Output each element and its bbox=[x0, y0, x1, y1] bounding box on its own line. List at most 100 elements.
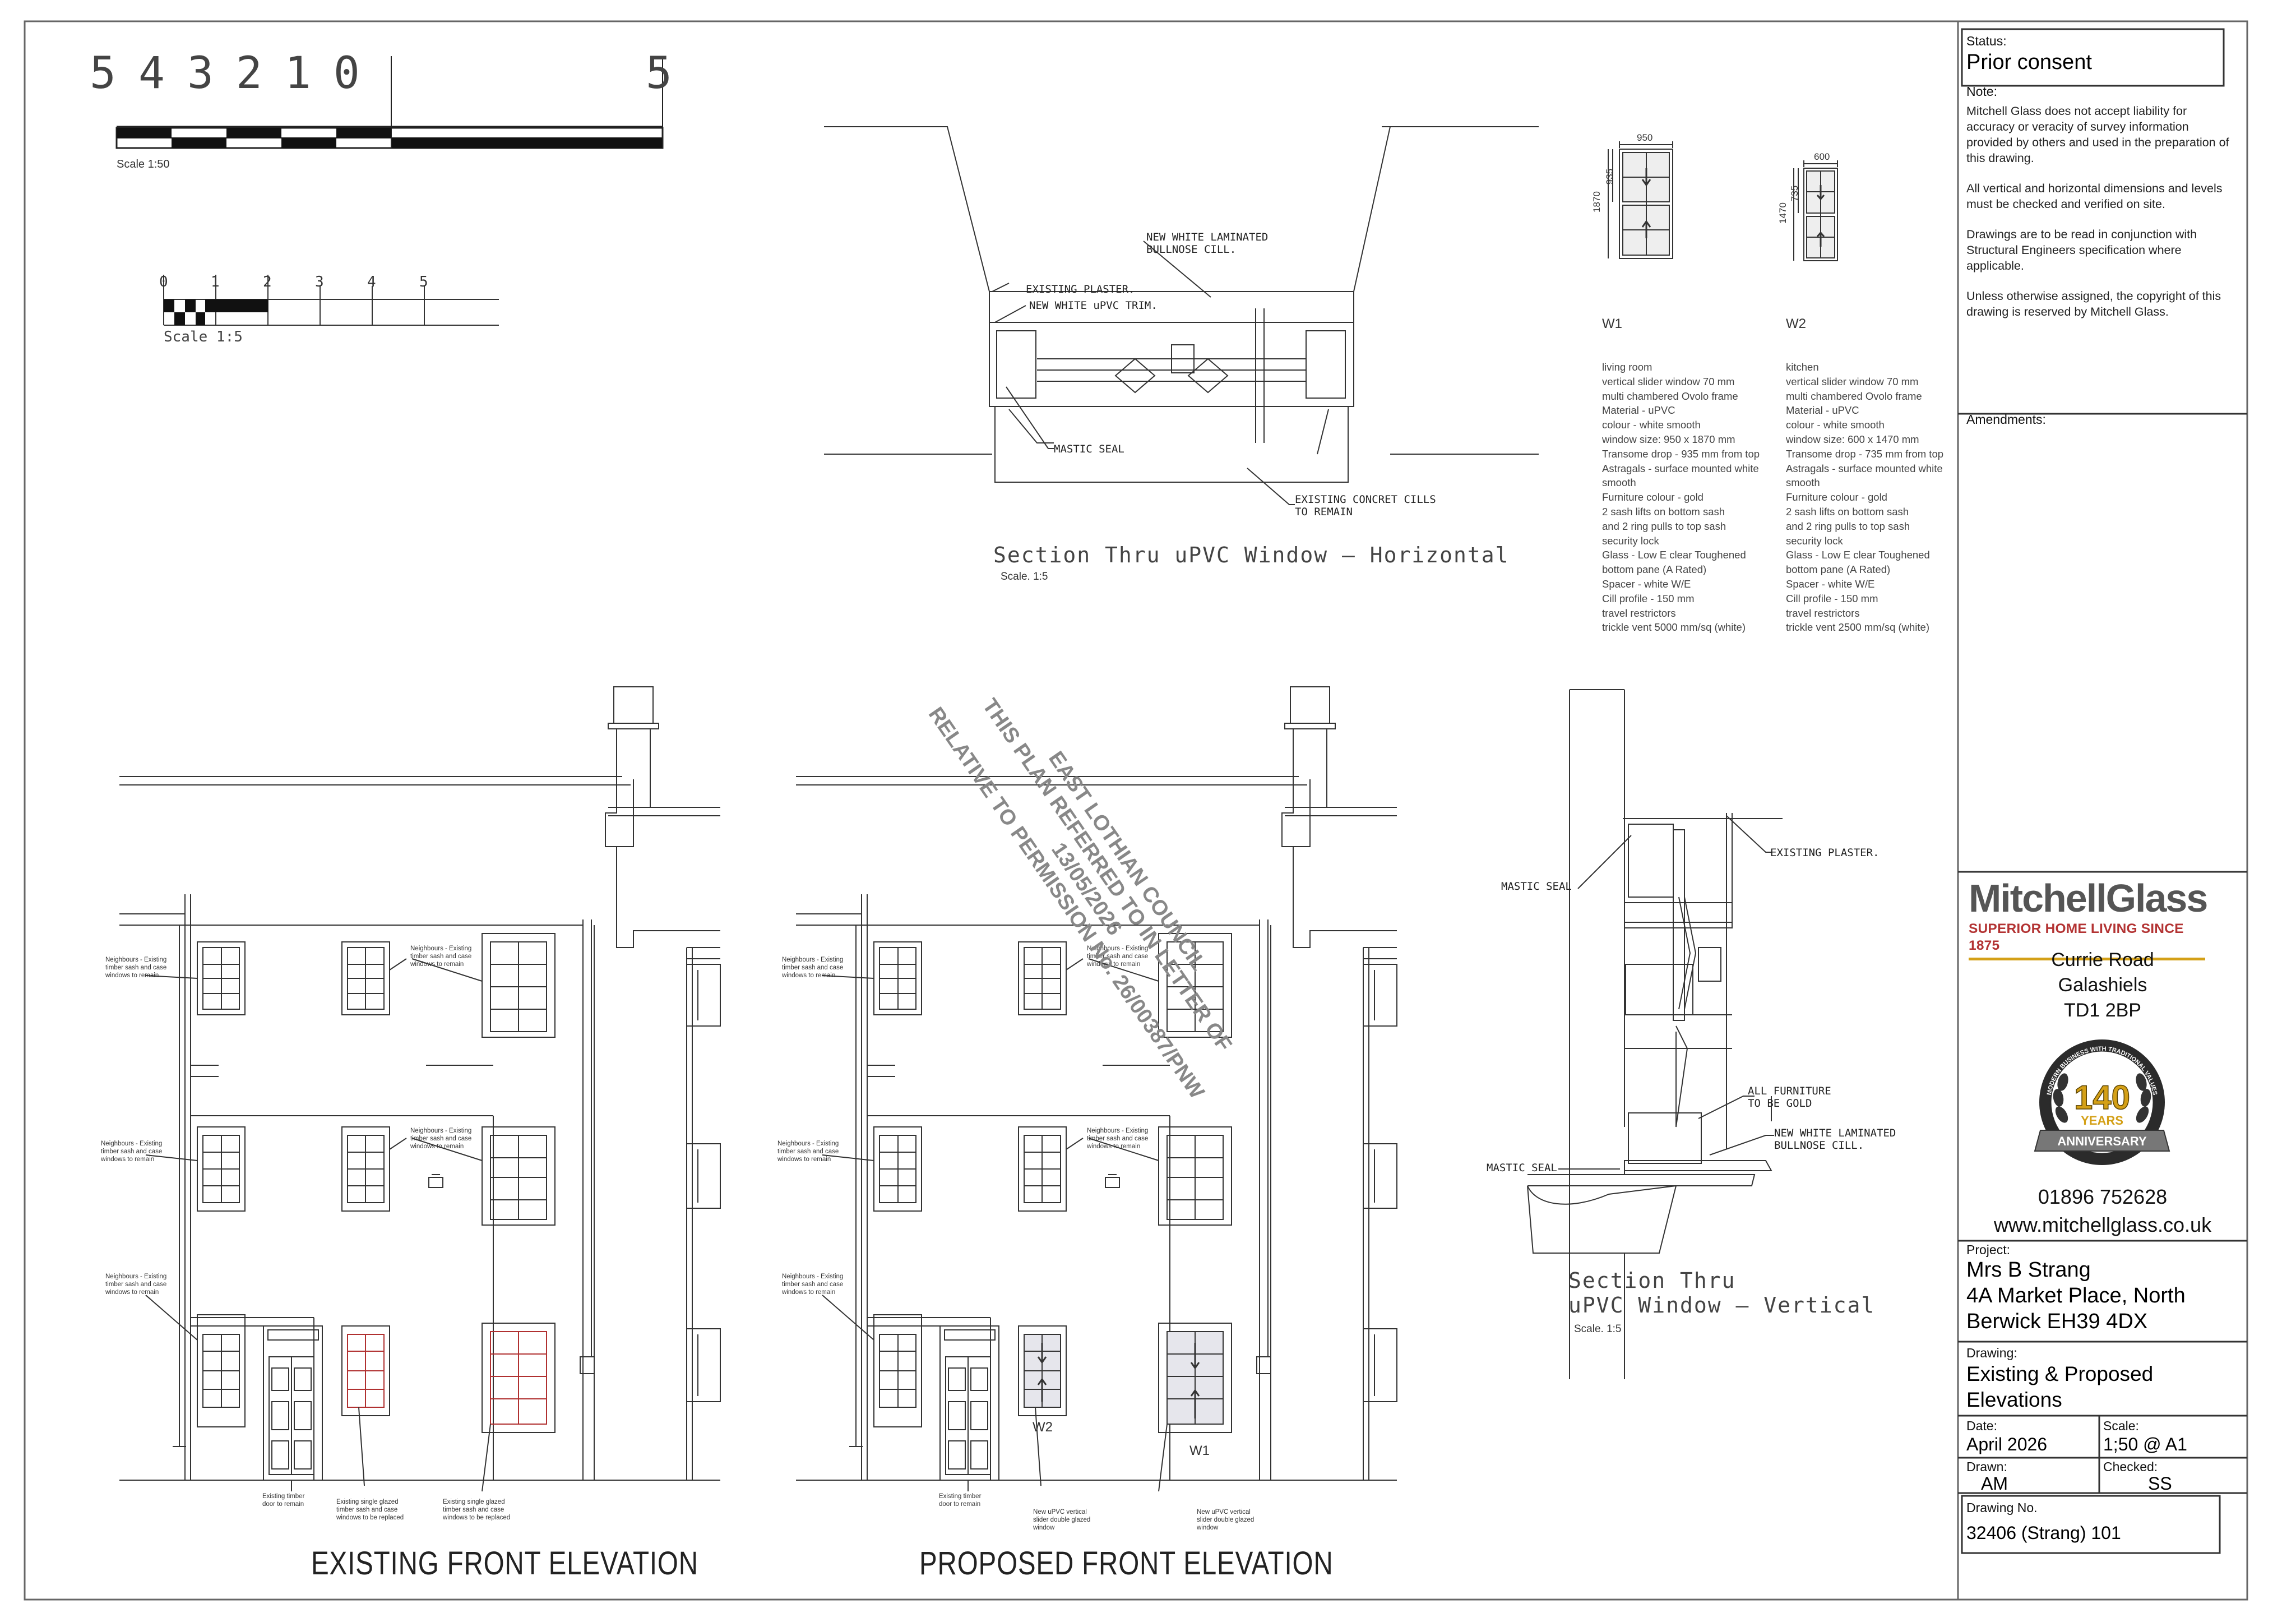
address-line-3: TD1 2BP bbox=[2064, 1000, 2141, 1021]
horizontal-section-scale: Scale. 1:5 bbox=[1001, 571, 1048, 583]
existing-front-elevation-drawing bbox=[119, 686, 721, 1492]
scale-num: 1 bbox=[211, 274, 220, 290]
scale-value: 1;50 @ A1 bbox=[2103, 1434, 2187, 1454]
note-liability: Mitchell Glass does not accept liability… bbox=[1966, 104, 2229, 165]
hsec-mastic-label: MASTIC SEAL bbox=[1054, 443, 1124, 455]
hsec-concrete-line2: TO REMAIN bbox=[1295, 506, 1353, 518]
vsec-title-line1: Section Thru bbox=[1568, 1268, 1736, 1293]
existing-note-neighbours-4: Neighbours - Existing timber sash and ca… bbox=[410, 1127, 472, 1150]
existing-note-single-glazed-1: Existing single glazed timber sash and c… bbox=[336, 1499, 404, 1521]
vsec-furniture-label: ALL FURNITURE TO BE GOLD bbox=[1748, 1085, 1831, 1110]
w2-spec-text: kitchen vertical slider window 70 mm mul… bbox=[1786, 361, 1944, 634]
address-line-1: Currie Road bbox=[2051, 949, 2154, 971]
scale-num: 5 bbox=[90, 48, 138, 99]
existing-note-single-glazed-2: Existing single glazed timber sash and c… bbox=[443, 1499, 511, 1521]
company-phone: 01896 752628 bbox=[2038, 1185, 2168, 1208]
drawing-line-1: Existing & Proposed bbox=[1966, 1362, 2154, 1385]
hsec-concrete-line1: EXISTING CONCRET CILLS bbox=[1295, 493, 1436, 506]
hsec-concrete-label: EXISTING CONCRET CILLS TO REMAIN bbox=[1295, 493, 1436, 518]
scale-num: 4 bbox=[367, 274, 376, 290]
mitchell-glass-logo: MitchellGlass SUPERIOR HOME LIVING SINCE… bbox=[1969, 876, 2215, 960]
badge-years-label: YEARS bbox=[2081, 1113, 2123, 1127]
status-label: Status: bbox=[1966, 34, 2007, 48]
proposed-note-neighbours-3: Neighbours - Existing timber sash and ca… bbox=[777, 1140, 839, 1163]
scale-num: 1 bbox=[284, 48, 334, 99]
project-line-2: 4A Market Place, North bbox=[1966, 1284, 2186, 1307]
badge-ribbon-text: ANNIVERSARY bbox=[2057, 1134, 2147, 1148]
existing-note-neighbours-5: Neighbours - Existing timber sash and ca… bbox=[105, 1273, 167, 1296]
vsec-cill-line1: NEW WHITE LAMINATED bbox=[1774, 1127, 1896, 1139]
w1-spec: W1 living room vertical slider window 70… bbox=[1602, 288, 1760, 649]
w2-width-dim: 600 bbox=[1814, 151, 1830, 162]
proposed-front-elevation-drawing bbox=[796, 686, 1397, 1492]
vertical-section-scale: Scale. 1:5 bbox=[1574, 1323, 1622, 1335]
horizontal-section-drawing bbox=[824, 126, 1539, 483]
proposed-w2-tag: W2 bbox=[1033, 1420, 1053, 1435]
scale-bar-1-50 bbox=[115, 56, 664, 149]
scale-num: 2 bbox=[263, 274, 272, 290]
scale-num: 0 bbox=[333, 48, 382, 99]
proposed-note-neighbours-5: Neighbours - Existing timber sash and ca… bbox=[782, 1273, 844, 1296]
vsec-title-line2: uPVC Window — Vertical bbox=[1568, 1293, 1876, 1318]
vsec-furniture-line2: TO BE GOLD bbox=[1748, 1097, 1812, 1110]
vsec-furniture-line1: ALL FURNITURE bbox=[1748, 1085, 1831, 1097]
w1-spec-text: living room vertical slider window 70 mm… bbox=[1602, 361, 1760, 634]
company-contact: 01896 752628 www.mitchellglass.co.uk bbox=[1958, 1183, 2247, 1239]
existing-note-door: Existing timber door to remain bbox=[262, 1493, 305, 1508]
scale-bar-1-5 bbox=[163, 275, 499, 326]
vsec-mastic-bottom-label: MASTIC SEAL bbox=[1487, 1162, 1557, 1174]
proposed-note-neighbours-2: Neighbours - Existing timber sash and ca… bbox=[1087, 945, 1149, 968]
horizontal-section-title: Section Thru uPVC Window — Horizontal bbox=[993, 543, 1510, 567]
badge-years-number: 140 bbox=[2074, 1079, 2130, 1116]
address-line-2: Galashiels bbox=[2058, 974, 2147, 996]
project-value: Mrs B Strang 4A Market Place, North Berw… bbox=[1966, 1257, 2186, 1334]
existing-note-neighbours-2: Neighbours - Existing timber sash and ca… bbox=[410, 945, 472, 968]
logo-tagline: SUPERIOR HOME LIVING SINCE 1875 bbox=[1969, 921, 2184, 953]
scale-num: 3 bbox=[315, 274, 324, 290]
drawing-value: Existing & Proposed Elevations bbox=[1966, 1361, 2153, 1413]
w2-spec: W2 kitchen vertical slider window 70 mm … bbox=[1786, 288, 1943, 649]
company-address: Currie Road Galashiels TD1 2BP bbox=[1958, 948, 2247, 1023]
proposed-note-neighbours-1: Neighbours - Existing timber sash and ca… bbox=[782, 956, 844, 979]
hsec-cill-line1: NEW WHITE LAMINATED bbox=[1146, 231, 1269, 243]
scale-1-50-end-number: 5 bbox=[646, 48, 672, 99]
drawn-label: Drawn: bbox=[1966, 1459, 2007, 1474]
w2-height-dim: 1470 bbox=[1777, 202, 1788, 224]
drawn-value: AM bbox=[1981, 1473, 2008, 1494]
scale-num: 5 bbox=[419, 274, 428, 290]
project-line-3: Berwick EH39 4DX bbox=[1966, 1310, 2148, 1333]
hsec-trim-label: NEW WHITE uPVC TRIM. bbox=[1029, 299, 1158, 312]
vsec-cill-label: NEW WHITE LAMINATED BULLNOSE CILL. bbox=[1774, 1127, 1896, 1152]
scale-1-50-label: Scale 1:50 bbox=[117, 158, 170, 170]
checked-label: Checked: bbox=[2103, 1459, 2158, 1474]
vertical-section-title: Section Thru uPVC Window — Vertical bbox=[1568, 1268, 1875, 1318]
project-line-1: Mrs B Strang bbox=[1966, 1258, 2091, 1282]
scale-1-50-numbers: 543210 bbox=[90, 48, 382, 99]
vertical-section-drawing bbox=[1527, 689, 1783, 1379]
checked-value: SS bbox=[2148, 1473, 2172, 1494]
badge-inner bbox=[2049, 1050, 2155, 1155]
project-label: Project: bbox=[1966, 1242, 2010, 1257]
w1-transom-dim: 935 bbox=[1604, 168, 1615, 185]
status-value: Prior consent bbox=[1966, 50, 2092, 74]
hsec-cill-label: NEW WHITE LAMINATED BULLNOSE CILL. bbox=[1146, 231, 1268, 256]
badge-ribbon-shape bbox=[2034, 1130, 2170, 1152]
scale-num: 0 bbox=[159, 274, 168, 290]
date-label: Date: bbox=[1966, 1418, 1997, 1433]
proposed-note-neighbours-4: Neighbours - Existing timber sash and ca… bbox=[1087, 1127, 1149, 1150]
date-value: April 2026 bbox=[1966, 1434, 2048, 1454]
w1-code: W1 bbox=[1602, 316, 1622, 331]
vertical-section-leaders bbox=[1558, 815, 1774, 1170]
hsec-plaster-label: EXISTING PLASTER. bbox=[1026, 283, 1135, 295]
drawing-no-value: 32406 (Strang) 101 bbox=[1966, 1523, 2121, 1543]
scale-num: 4 bbox=[138, 48, 187, 99]
drawing-line-2: Elevations bbox=[1966, 1388, 2062, 1411]
existing-elevation-title: EXISTING FRONT ELEVATION bbox=[311, 1545, 698, 1582]
scale-num: 3 bbox=[187, 48, 236, 99]
w1-elevation-diagram bbox=[1608, 141, 1673, 259]
drawing-no-label: Drawing No. bbox=[1966, 1500, 2038, 1515]
note-dimensions: All vertical and horizontal dimensions a… bbox=[1966, 182, 2223, 211]
proposed-note-new-window-2: New uPVC vertical slider double glazed w… bbox=[1197, 1509, 1255, 1531]
notes-block: Mitchell Glass does not accept liability… bbox=[1966, 103, 2230, 334]
